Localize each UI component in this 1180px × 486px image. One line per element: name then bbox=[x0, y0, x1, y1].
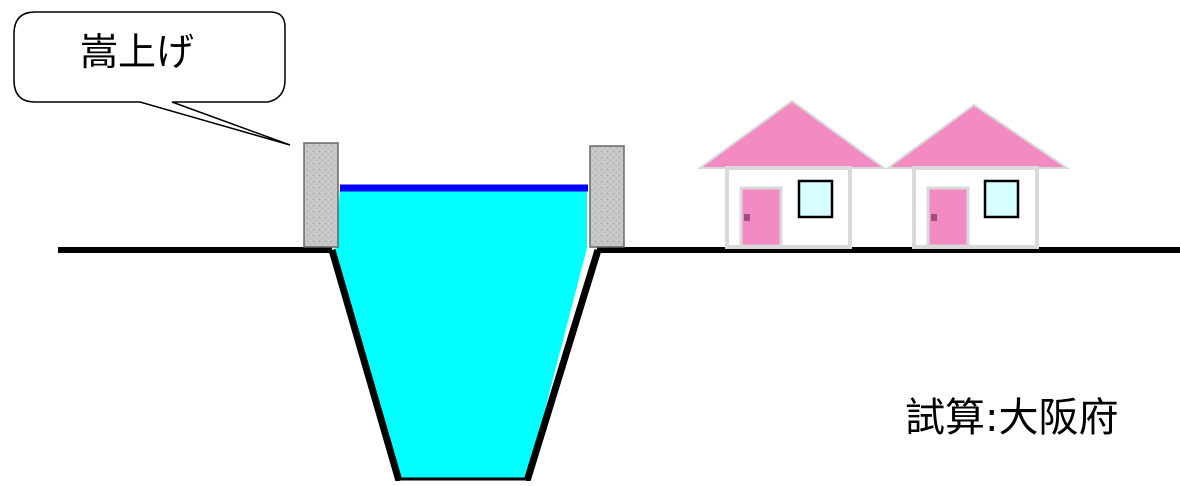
river-water bbox=[335, 188, 587, 479]
house-icon bbox=[696, 99, 888, 249]
roof bbox=[696, 99, 888, 169]
raised-wall-right bbox=[589, 145, 625, 248]
house-icon bbox=[884, 103, 1071, 249]
roof bbox=[884, 103, 1071, 169]
river-bank-left bbox=[328, 249, 403, 482]
source-label: 試算:大阪府 bbox=[905, 395, 1119, 441]
callout-bubble bbox=[13, 11, 291, 146]
river-bank-right bbox=[523, 248, 602, 483]
raised-wall-left bbox=[303, 142, 339, 248]
window bbox=[797, 179, 834, 219]
window bbox=[983, 179, 1020, 219]
door-knob bbox=[931, 214, 937, 221]
callout-label: 嵩上げ bbox=[80, 30, 195, 74]
door-knob bbox=[744, 214, 750, 221]
